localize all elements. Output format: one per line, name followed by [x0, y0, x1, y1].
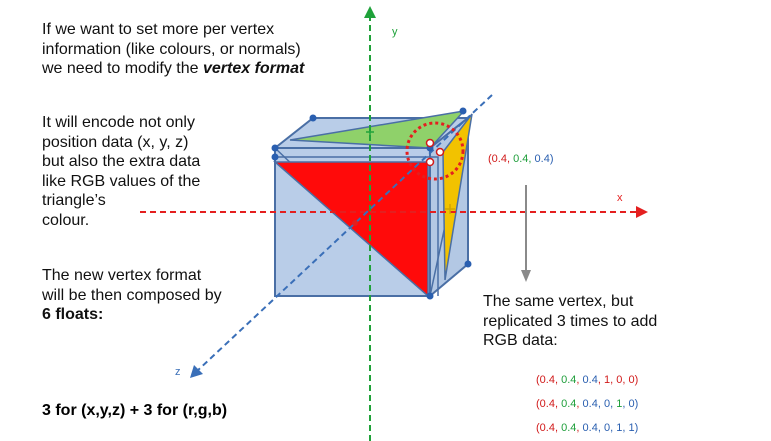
bottom-formula: 3 for (x,y,z) + 3 for (r,g,b): [42, 402, 228, 419]
rgb-row-1-z: 0.4: [582, 374, 598, 386]
rgb-row-1-x: 0.4: [539, 374, 555, 386]
rgb-row-3-sep: ,: [554, 422, 562, 434]
encode-line-6: colour.: [42, 211, 90, 229]
format-line-1: The new vertex format: [42, 267, 202, 284]
encode-line-2: position data (x, y, z): [42, 133, 189, 151]
rgb-row-1-close: ): [634, 374, 639, 386]
rgb-row-1-g: 0: [616, 374, 623, 386]
rgb-row-3-g: 1: [616, 422, 623, 434]
replicated-line-1: The same vertex, but: [483, 293, 634, 310]
rgb-row-3-z: 0.4: [582, 422, 598, 434]
z-axis-label: z: [175, 366, 181, 378]
vc-z: 0.4: [534, 153, 550, 165]
vc-y: 0.4: [513, 153, 529, 165]
rgb-row-2-b: 0: [628, 398, 635, 410]
intro-line-2: information (like colours, or normals): [42, 40, 301, 58]
intro-line-1: If we want to set more per vertex: [42, 21, 275, 38]
rgb-row-2: (0.4, 0.4, 0.4, 0, 1, 0): [536, 398, 638, 411]
intro-text: If we want to set more per vertex inform…: [42, 20, 304, 79]
rgb-row-3-close: ): [634, 422, 639, 434]
rgb-row-2-sep: ,: [610, 398, 617, 410]
rgb-row-3-open: (: [536, 422, 540, 434]
rgb-row-1-sep: ,: [622, 374, 629, 386]
rgb-row-2-y: 0.4: [561, 398, 577, 410]
encode-line-3: but also the extra data: [42, 153, 201, 170]
replicated-line-3: RGB data:: [483, 332, 558, 349]
replicated-line-2: replicated 3 times to add: [483, 312, 658, 330]
encode-line-4: like RGB values of the: [42, 172, 201, 190]
rgb-row-1-sep: ,: [597, 374, 604, 386]
rgb-row-2-g: 1: [616, 398, 623, 410]
vertex-format-emphasis: vertex format: [202, 60, 305, 77]
highlighted-vertices: [425, 138, 445, 167]
rgb-row-3-y: 0.4: [561, 422, 577, 434]
format-text: The new vertex format will be then compo…: [42, 266, 222, 325]
encode-text: It will encode not only position data (x…: [42, 113, 200, 230]
intro-line-3-text: we need to modify the: [42, 60, 203, 77]
rgb-row-3-b: 1: [628, 422, 635, 434]
yellow-marker: [445, 204, 455, 214]
z-axis-arrow: [190, 365, 203, 378]
rgb-row-1-b: 0: [628, 374, 635, 386]
rgb-row-1: (0.4, 0.4, 0.4, 1, 0, 0): [536, 374, 638, 387]
x-axis-label: x: [617, 192, 623, 204]
y-axis-arrow: [364, 6, 376, 18]
x-axis-arrow: [636, 206, 648, 218]
rgb-row-2-sep: ,: [576, 398, 583, 410]
z-axis: [195, 94, 493, 373]
rgb-row-1-sep: ,: [576, 374, 583, 386]
vertex-coordinate: (0.4, 0.4, 0.4): [488, 153, 553, 166]
rgb-row-3-r: 0: [603, 422, 611, 434]
rgb-row-1-sep: ,: [554, 374, 562, 386]
rgb-row-1-r: 1: [603, 374, 611, 386]
vertex-highlight-circle: [405, 121, 465, 181]
rgb-row-3-sep: ,: [610, 422, 617, 434]
rgb-row-2-sep: ,: [554, 398, 562, 410]
vc-sep2: ,: [528, 153, 535, 165]
vc-x: 0.4: [491, 153, 507, 165]
intro-line-3: we need to modify the vertex format: [42, 59, 304, 79]
red-triangle: [273, 161, 429, 298]
rgb-row-3-x: 0.4: [539, 422, 555, 434]
rgb-row-1-open: (: [536, 374, 540, 386]
format-line-3: 6 floats:: [42, 306, 104, 323]
rgb-row-3-sep: ,: [576, 422, 583, 434]
rgb-row-2-sep: ,: [597, 398, 604, 410]
down-arrow-head: [521, 270, 531, 282]
rgb-row-2-close: ): [634, 398, 639, 410]
rgb-row-2-sep: ,: [622, 398, 629, 410]
rgb-row-2-z: 0.4: [582, 398, 598, 410]
rgb-row-1-y: 0.4: [561, 374, 577, 386]
origin-dot: [352, 220, 358, 226]
format-line-2: will be then composed by: [42, 286, 222, 304]
y-axis-label: y: [392, 26, 398, 38]
green-triangle: [289, 109, 467, 149]
encode-line-5: triangle’s: [42, 192, 106, 209]
rgb-row-3-sep: ,: [597, 422, 604, 434]
rgb-row-3: (0.4, 0.4, 0.4, 0, 1, 1): [536, 422, 638, 435]
replicated-text: The same vertex, but replicated 3 times …: [483, 292, 657, 351]
green-marker: [366, 128, 374, 136]
vc-open: (: [488, 153, 492, 165]
rgb-row-2-x: 0.4: [539, 398, 555, 410]
vc-close: ): [549, 153, 554, 165]
encode-line-1: It will encode not only: [42, 114, 195, 131]
rgb-row-3-sep: ,: [622, 422, 629, 434]
rgb-row-2-open: (: [536, 398, 540, 410]
vc-sep1: ,: [506, 153, 514, 165]
cube-inner-edge: [275, 156, 439, 296]
rgb-row-1-sep: ,: [610, 374, 617, 386]
rgb-row-2-r: 0: [603, 398, 611, 410]
